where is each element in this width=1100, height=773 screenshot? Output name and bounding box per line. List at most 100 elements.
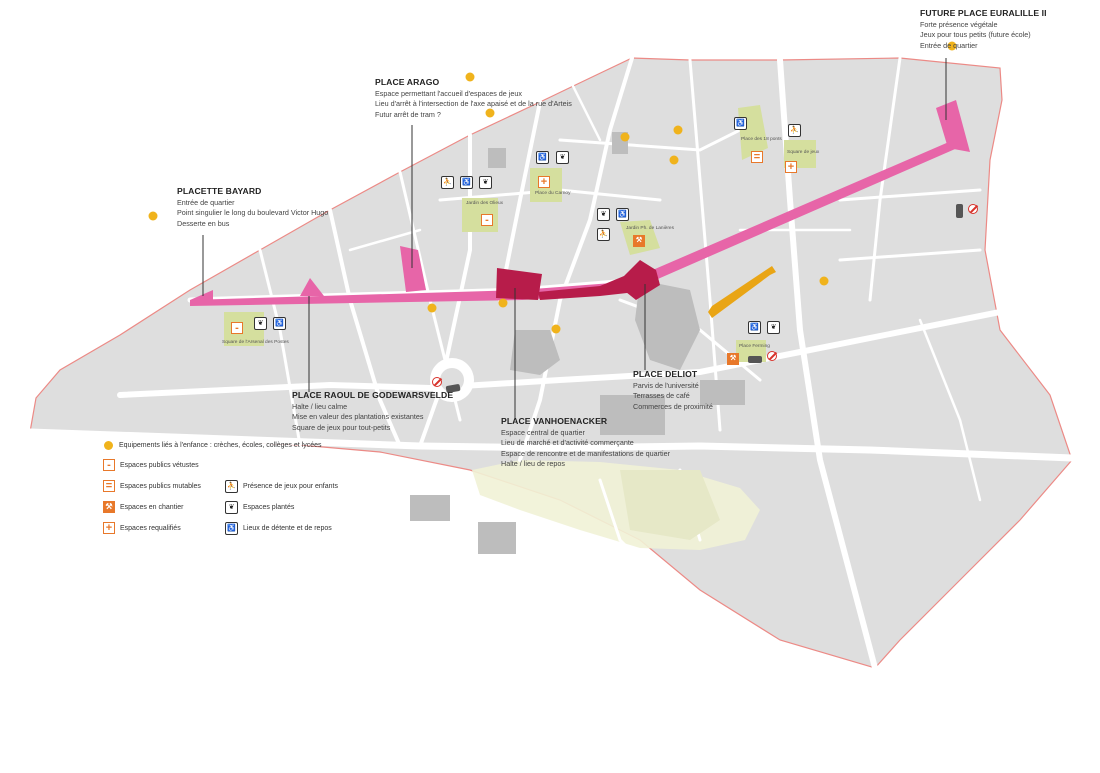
callout-line: Espace central de quartier <box>501 428 585 438</box>
childhood-equipment-dots <box>148 41 957 334</box>
legend-label: Espaces publics vétustes <box>120 461 199 469</box>
legend-label: Espaces en chantier <box>120 503 184 511</box>
callout-line: Lieu d'arrêt à l'intersection de l'axe a… <box>375 99 572 109</box>
place-arago-marker <box>400 246 426 292</box>
callout-title: PLACETTE BAYARD <box>177 186 262 196</box>
future-euralille-marker <box>936 100 970 152</box>
legend-label: Présence de jeux pour enfants <box>243 483 338 490</box>
no-entry-icon <box>767 351 777 361</box>
callout-leaders <box>202 58 947 418</box>
callout-place-deliot: PLACE DELIOT Parvis de l'université Terr… <box>633 369 713 412</box>
callout-place-arago: PLACE ARAGO Espace permettant l'accueil … <box>375 77 572 120</box>
callout-line: Entrée de quartier <box>177 198 235 208</box>
legend-label: Espaces requalifiés <box>120 524 181 532</box>
legend-label: Espaces plantés <box>243 504 295 511</box>
vetuste-marker: - <box>481 214 493 226</box>
games-icon: ⛹ <box>441 176 454 189</box>
bench-icon: ♿ <box>748 321 761 334</box>
label-jardin-olieux: Jardin des Olieux <box>466 201 504 206</box>
requalified-marker: + <box>538 176 550 188</box>
callout-line: Halte / lieu de repos <box>501 458 565 468</box>
works-icon: ⚒ <box>103 501 115 513</box>
pink-axis <box>190 100 970 306</box>
callout-line: Jeux pour tous petits (future école) <box>920 30 1031 40</box>
chantier-marker: ⚒ <box>727 353 739 365</box>
callout-future-euralille: FUTURE PLACE EURALILLE II Forte présence… <box>920 8 1047 51</box>
map-legend: Equipements liés à l'enfance : crèches, … <box>102 438 402 538</box>
legend-jeux: ⛹ Présence de jeux pour enfants <box>225 480 338 493</box>
plant-icon: ❦ <box>597 208 610 221</box>
equals-icon: = <box>103 480 115 492</box>
callout-title: PLACE VANHOENACKER <box>501 416 608 426</box>
bench-icon: ♿ <box>734 117 747 130</box>
requalified-marker: + <box>785 161 797 173</box>
callout-title: PLACE ARAGO <box>375 77 440 87</box>
plant-icon: ❦ <box>254 317 267 330</box>
callout-line: Espace permettant l'accueil d'espaces de… <box>375 89 522 99</box>
legend-label: Lieux de détente et de repos <box>243 525 332 532</box>
plant-icon: ❦ <box>767 321 780 334</box>
plus-icon: + <box>103 522 115 534</box>
label-place-ferming: Place Ferming <box>739 344 770 349</box>
callout-title: PLACE DELIOT <box>633 369 698 379</box>
bench-icon: ♿ <box>225 522 238 535</box>
legend-requalifies: + Espaces requalifiés <box>103 522 181 534</box>
callout-line: Point singulier le long du boulevard Vic… <box>177 208 329 218</box>
legend-vetustes: - Espaces publics vétustes <box>103 459 199 471</box>
callout-placette-bayard: PLACETTE BAYARD Entrée de quartier Point… <box>177 186 328 229</box>
vetuste-marker: - <box>231 322 243 334</box>
mutable-marker: = <box>751 151 763 163</box>
placette-bayard-marker <box>190 290 213 300</box>
callout-line: Halte / lieu calme <box>292 402 348 412</box>
callout-line: Parvis de l'université <box>633 381 699 391</box>
legend-mutables: = Espaces publics mutables <box>103 480 201 492</box>
bus-stops <box>445 204 963 393</box>
legend-plantes: ❦ Espaces plantés <box>225 501 294 514</box>
buildings <box>410 132 745 554</box>
label-jardin-lanieres: Jardin Ph. de Lanières <box>626 226 674 231</box>
plant-icon: ❦ <box>556 151 569 164</box>
legend-label: Espaces publics mutables <box>120 482 201 490</box>
callout-line: Terrasses de café <box>633 391 690 401</box>
callout-title: PLACE RAOUL DE GODEWARSVELDE <box>292 390 454 400</box>
bench-icon: ♿ <box>273 317 286 330</box>
crimson-squares <box>496 260 660 300</box>
legend-enfance: Equipements liés à l'enfance : crèches, … <box>104 441 322 450</box>
bench-icon: ♿ <box>536 151 549 164</box>
yellow-dot-icon <box>104 441 113 450</box>
callout-line: Mise en valeur des plantations existante… <box>292 412 424 422</box>
label-place-18-ponts: Place des 18 ponts <box>741 137 782 142</box>
callout-line: Lieu de marché et d'activité commerçante <box>501 438 634 448</box>
games-icon: ⛹ <box>597 228 610 241</box>
no-entry-icon <box>968 204 978 214</box>
place-deliot-square <box>624 260 660 300</box>
callout-line: Futur arrêt de tram ? <box>375 109 441 119</box>
callout-line: Commerces de proximité <box>633 401 713 411</box>
callout-place-godewarsvelde: PLACE RAOUL DE GODEWARSVELDE Halte / lie… <box>292 390 453 433</box>
legend-chantier: ⚒ Espaces en chantier <box>103 501 183 513</box>
callout-line: Entrée de quartier <box>920 40 978 50</box>
legend-detente: ♿ Lieux de détente et de repos <box>225 522 332 535</box>
label-square-jeux: Square de jeux <box>787 150 820 155</box>
minus-icon: - <box>103 459 115 471</box>
bench-icon: ♿ <box>616 208 629 221</box>
chantier-marker: ⚒ <box>633 235 645 247</box>
bench-icon: ♿ <box>460 176 473 189</box>
place-godewarsvelde-marker <box>300 278 324 296</box>
label-square-arsenal: Square de l'Arsenal des Postes <box>222 340 289 345</box>
callout-line: Espace de rencontre et de manifestations… <box>501 448 671 458</box>
games-icon: ⛹ <box>788 124 801 137</box>
plant-icon: ❦ <box>225 501 238 514</box>
place-vanhoenacker-square <box>496 268 542 300</box>
callout-title: FUTURE PLACE EURALILLE II <box>920 8 1047 18</box>
no-entry-icon <box>432 377 442 387</box>
callout-line: Forte présence végétale <box>920 20 998 30</box>
plant-icon: ❦ <box>479 176 492 189</box>
callout-line: Desserte en bus <box>177 218 230 228</box>
university-building <box>708 266 776 318</box>
callout-line: Square de jeux pour tout-petits <box>292 422 391 432</box>
games-icon: ⛹ <box>225 480 238 493</box>
label-place-carnoy: Place du Carnoy <box>535 191 571 196</box>
